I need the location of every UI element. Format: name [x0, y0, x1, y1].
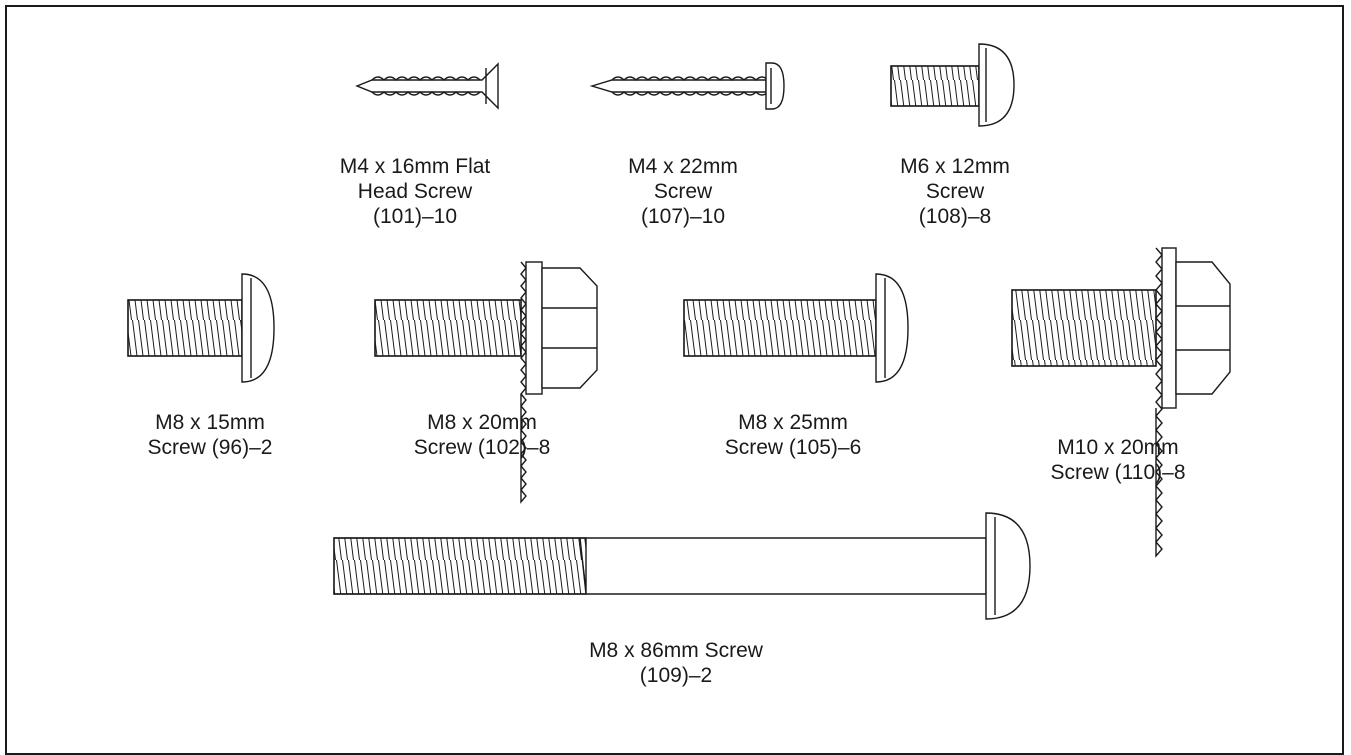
part-label-m8x86: M8 x 86mm Screw(109)–2: [589, 639, 763, 687]
flat-head-wood-screw-icon: [355, 62, 499, 110]
hardware-illustrations: [127, 43, 1231, 620]
pan-head-wood-screw-icon: [589, 62, 785, 110]
button-head-screw-icon: [127, 273, 275, 383]
flange-hex-bolt-icon: [374, 261, 598, 504]
button-head-screw-icon: [683, 273, 909, 383]
button-head-screw-icon: [890, 43, 1015, 127]
long-button-head-screw-icon: [333, 512, 1031, 620]
flange-hex-bolt-icon: [1011, 247, 1231, 558]
